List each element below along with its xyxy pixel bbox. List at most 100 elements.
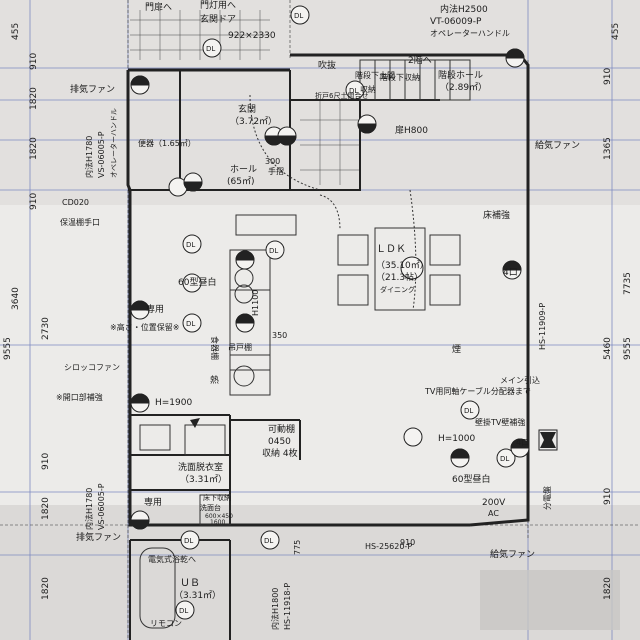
label-operator-handle: オペレーターハンドル: [430, 29, 510, 38]
stairs: [359, 59, 471, 101]
label-tv-line: TV用同軸ケーブル分配器まで: [424, 386, 531, 396]
arrow-markers: [190, 418, 556, 448]
light-fixtures: [168, 5, 516, 620]
label-genkan-door: 玄関ドア: [200, 13, 236, 25]
room-senmen-area: （3.31㎡）: [180, 474, 227, 485]
label-kyuki-fan-right: 給気ファン: [535, 139, 580, 151]
dimensions-right: 455 910 1365 7735 5460 9555 910 1820: [603, 23, 633, 600]
label-senyou: 専用: [146, 303, 164, 315]
room-hall: ホール: [230, 164, 257, 175]
label-vs06005: VS-06005-P: [97, 131, 106, 178]
label-h1000: H=1000: [438, 434, 475, 444]
label-inner-h2500: 内法H2500: [440, 3, 488, 15]
dim-right: 1820: [603, 577, 613, 600]
label-naiho-h1780-b: 内法H1780: [84, 488, 94, 530]
dim-left: 1820: [29, 87, 39, 110]
dim-right: 7735: [623, 272, 633, 295]
label-4kuchi-2: 4口: [516, 438, 529, 447]
room-genkan-area: （3.72㎡）: [230, 116, 277, 127]
dl-label: DL: [464, 407, 473, 415]
label-kabe-tv: 壁掛TV壁補強: [475, 417, 525, 427]
label-fukinuke: 吹抜: [318, 59, 336, 71]
label-200v: 200V: [482, 498, 506, 508]
inner-walls: [128, 70, 440, 640]
tile-hatch: [130, 10, 360, 185]
title-block-blurred: [480, 570, 620, 630]
dimensions-left: 455 910 1820 1820 910 3640 2730 9555 910…: [3, 23, 51, 600]
label-ac: AC: [488, 509, 499, 518]
label-num300: 300: [265, 157, 280, 166]
label-denki-yokkan: 電気式浴乾へ: [148, 554, 196, 564]
dim-left: 1820: [41, 497, 51, 520]
label-kaiko-hokyo: ※開口部補強: [56, 392, 103, 402]
room-genkan: 玄関: [238, 103, 256, 115]
label-oreto: 折戸6尺土間合せ: [315, 91, 368, 100]
dim-right: 5460: [603, 337, 613, 360]
dl-label: DL: [206, 45, 215, 53]
label-naiho-h1800: 内法H1800: [270, 588, 280, 630]
label-vt06009: VT-06009-P: [430, 17, 482, 27]
room-ldk: ＬＤＫ: [376, 244, 406, 255]
room-hall-area: (65㎡): [227, 176, 254, 187]
dining-table: [337, 227, 461, 311]
label-4kuchi: 4口: [503, 268, 518, 278]
room-toilet: 便器（1.65㎡）: [138, 138, 196, 148]
label-haiki-fan-bottom: 排気ファン: [76, 531, 121, 543]
room-kadodana-size: 0450: [268, 437, 291, 447]
dim-775: 775: [293, 540, 302, 555]
label-mon-he: 門扉へ: [145, 1, 172, 13]
label-bunden: 分電盤: [542, 486, 552, 510]
label-h1900: H=1900: [155, 398, 192, 408]
label-tesuri: 手摺: [268, 166, 284, 176]
dim-left: 9555: [3, 337, 13, 360]
label-netsu: 熱: [210, 374, 219, 386]
label-montou-he: 門灯用へ: [200, 0, 236, 11]
label-stair-hall-area: （2.89㎡）: [440, 82, 487, 93]
label-60-hiru: 60型昼白: [178, 276, 216, 288]
label-350: 350: [272, 331, 287, 340]
label-haiki-fan-top: 排気ファン: [70, 83, 115, 95]
room-ub-area: （3.31㎡）: [174, 590, 221, 601]
kitchen: [139, 214, 297, 629]
label-sirocco-fan: シロッコファン: [64, 363, 120, 372]
room-ub: ＵＢ: [180, 578, 200, 589]
label-2kai-he: 2階へ: [408, 55, 432, 66]
room-ldk-area1: （35.10㎡）: [376, 260, 429, 271]
dim-bottom-910: 910: [400, 538, 415, 547]
label-takasa-ichi: ※高さ・位置保留※: [110, 322, 179, 332]
dim-left: 2730: [41, 317, 51, 340]
dim-left: 910: [29, 53, 39, 70]
dl-label: DL: [349, 87, 358, 95]
label-main-hikikomi: メイン引込: [500, 376, 540, 385]
label-stair-storage: 階段下収納: [380, 72, 420, 82]
room-shuno-4mai: 収納 4枚: [262, 447, 298, 459]
label-tsuridana: 吊戸棚: [228, 342, 252, 352]
dim-right: 910: [603, 488, 613, 505]
dim-right: 1365: [603, 137, 613, 160]
room-dining: ダイニング: [380, 285, 415, 294]
dim-left: 910: [29, 193, 39, 210]
dim-left: 455: [11, 23, 21, 40]
label-hs25620: HS-25620-P: [365, 542, 412, 551]
dl-label: DL: [269, 247, 278, 255]
dl-label: DL: [294, 12, 303, 20]
dim-right: 9555: [623, 337, 633, 360]
label-h1100: H1100: [251, 290, 260, 316]
label-shokkidana: 食器棚: [210, 336, 220, 360]
dl-label: DL: [179, 607, 188, 615]
label-kyuki-fan-bottom: 給気ファン: [490, 548, 535, 560]
label-shuno: 収納: [360, 84, 376, 94]
dl-label: DL: [186, 241, 195, 249]
label-vs06005-b: VS-06005-P: [97, 483, 106, 530]
dl-label: DL: [500, 455, 509, 463]
label-hs11918: HS-11918-P: [283, 583, 292, 630]
dl-label: DL: [264, 537, 273, 545]
dim-left: 910: [41, 453, 51, 470]
half-fixtures: [130, 48, 530, 530]
label-stair-down-doma: 階段下土間: [355, 70, 395, 80]
label-naiho-h1780: 内法H1780: [84, 136, 94, 178]
room-ldk-area2: （21.3帖）: [376, 271, 423, 283]
distribution-panel-icon: [538, 429, 558, 451]
